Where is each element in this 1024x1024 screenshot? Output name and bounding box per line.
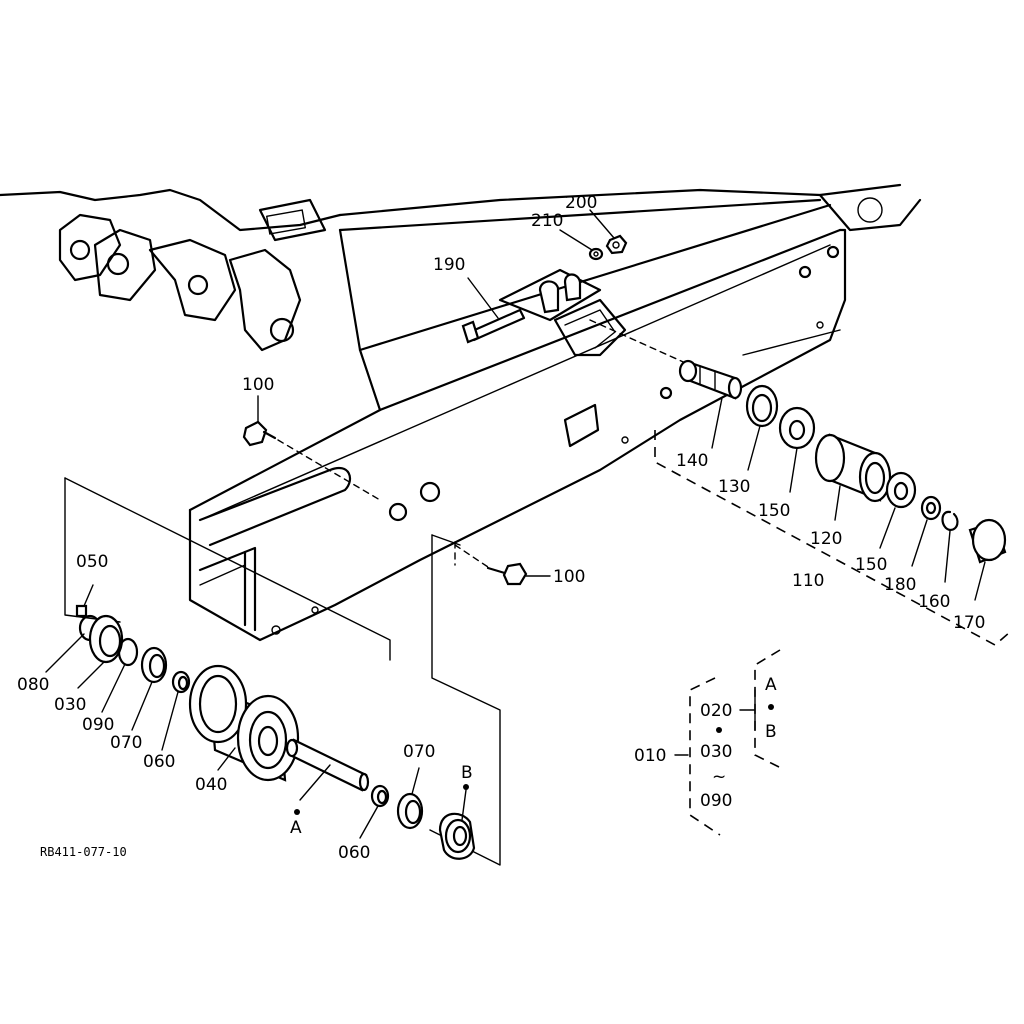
- callout-060-lower: 060: [338, 843, 370, 863]
- callout-070-lower: 070: [403, 742, 435, 762]
- callout-180: 180: [884, 575, 916, 595]
- callout-100-lower: 100: [553, 567, 585, 587]
- track-frame: [0, 183, 922, 642]
- nut-200: [605, 234, 628, 255]
- marker-dot-b: [463, 784, 469, 790]
- key-a: A: [765, 675, 777, 695]
- key-030: 030: [700, 742, 732, 762]
- key-090: 090: [700, 791, 732, 811]
- callout-190: 190: [433, 255, 465, 275]
- bolt-190: [461, 308, 526, 344]
- marker-dot-a: [294, 809, 300, 815]
- callout-150-upper: 150: [758, 501, 790, 521]
- callout-210: 210: [531, 211, 563, 231]
- group-boundary-110: [654, 430, 1011, 646]
- callout-050: 050: [76, 552, 108, 572]
- group-boundary-roller: [64, 477, 121, 623]
- callout-150-lower: 150: [855, 555, 887, 575]
- key-range: ~: [712, 767, 726, 787]
- callout-090: 090: [82, 715, 114, 735]
- bolt-100-upper: [242, 420, 277, 447]
- callout-130: 130: [718, 477, 750, 497]
- callout-040: 040: [195, 775, 227, 795]
- callout-060-left: 060: [143, 752, 175, 772]
- callout-080: 080: [17, 675, 49, 695]
- idler-assembly: [589, 319, 1007, 564]
- callout-200: 200: [565, 193, 597, 213]
- key-020: 020: [700, 701, 732, 721]
- callout-160: 160: [918, 592, 950, 612]
- marker-a-shaft: A: [290, 818, 302, 838]
- callout-labels: 190 200 210 100 100 140 130 150 120 110 …: [17, 193, 985, 863]
- assembly-key: 010 020 030 ~ 090 A B: [634, 649, 786, 836]
- callout-110: 110: [792, 571, 824, 591]
- track-roller-parts: [75, 584, 476, 860]
- leader-190: [467, 277, 499, 319]
- callout-170: 170: [953, 613, 985, 633]
- diagram-reference-code: RB411-077-10: [40, 845, 127, 859]
- bolt-100-lower: [486, 562, 528, 586]
- callout-120: 120: [810, 529, 842, 549]
- callout-140: 140: [676, 451, 708, 471]
- callout-100-upper: 100: [242, 375, 274, 395]
- key-b: B: [765, 722, 777, 742]
- callout-030: 030: [54, 695, 86, 715]
- key-dot-2: [768, 704, 774, 710]
- callout-070-left: 070: [110, 733, 142, 753]
- marker-b-collar: B: [461, 763, 473, 783]
- key-010: 010: [634, 746, 666, 766]
- washer-210: [588, 247, 604, 261]
- key-dot-1: [716, 727, 722, 733]
